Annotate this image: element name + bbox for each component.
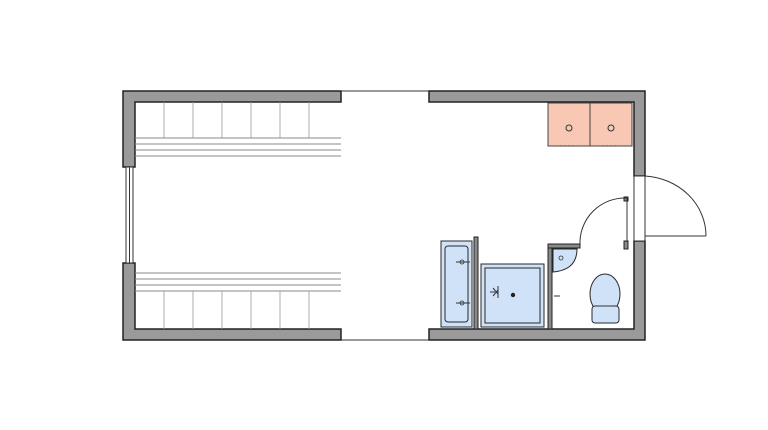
sink-counter <box>440 240 473 328</box>
toilet-door-jamb <box>623 240 629 250</box>
kitchen-cabinets <box>547 102 633 147</box>
toilet-door-swing-arc <box>579 197 628 246</box>
cabinet-knob-icon <box>607 124 615 132</box>
partition-shower-left <box>473 236 479 330</box>
door-frame <box>633 175 646 242</box>
corner-basin <box>552 248 578 273</box>
shower-head-icon <box>490 286 499 298</box>
drain-icon <box>459 300 465 306</box>
corner-basin-body <box>552 248 578 273</box>
partitions <box>473 236 581 330</box>
cabinet-knob-icon <box>565 124 573 132</box>
bench-bottom <box>135 272 341 329</box>
shower-drain-icon <box>510 292 516 298</box>
sink-counter-body <box>440 240 473 328</box>
openings <box>125 90 429 341</box>
partition-shower-right <box>547 243 553 330</box>
toilet-door <box>579 196 629 250</box>
door-swing-arc <box>644 175 707 237</box>
partition-toilet-top <box>547 243 581 249</box>
corner-basin-drain-icon <box>558 255 564 261</box>
toilet-door-jamb <box>623 196 629 202</box>
shower-tray <box>480 263 545 328</box>
shower-tray-inner <box>484 267 541 324</box>
sink-basin <box>444 245 469 323</box>
wall-bottom-left <box>122 262 342 341</box>
toilet-tank <box>591 305 620 324</box>
drain-icon <box>459 259 465 265</box>
bench-top <box>135 102 341 157</box>
entry-door <box>633 175 707 242</box>
toilet <box>554 273 621 324</box>
